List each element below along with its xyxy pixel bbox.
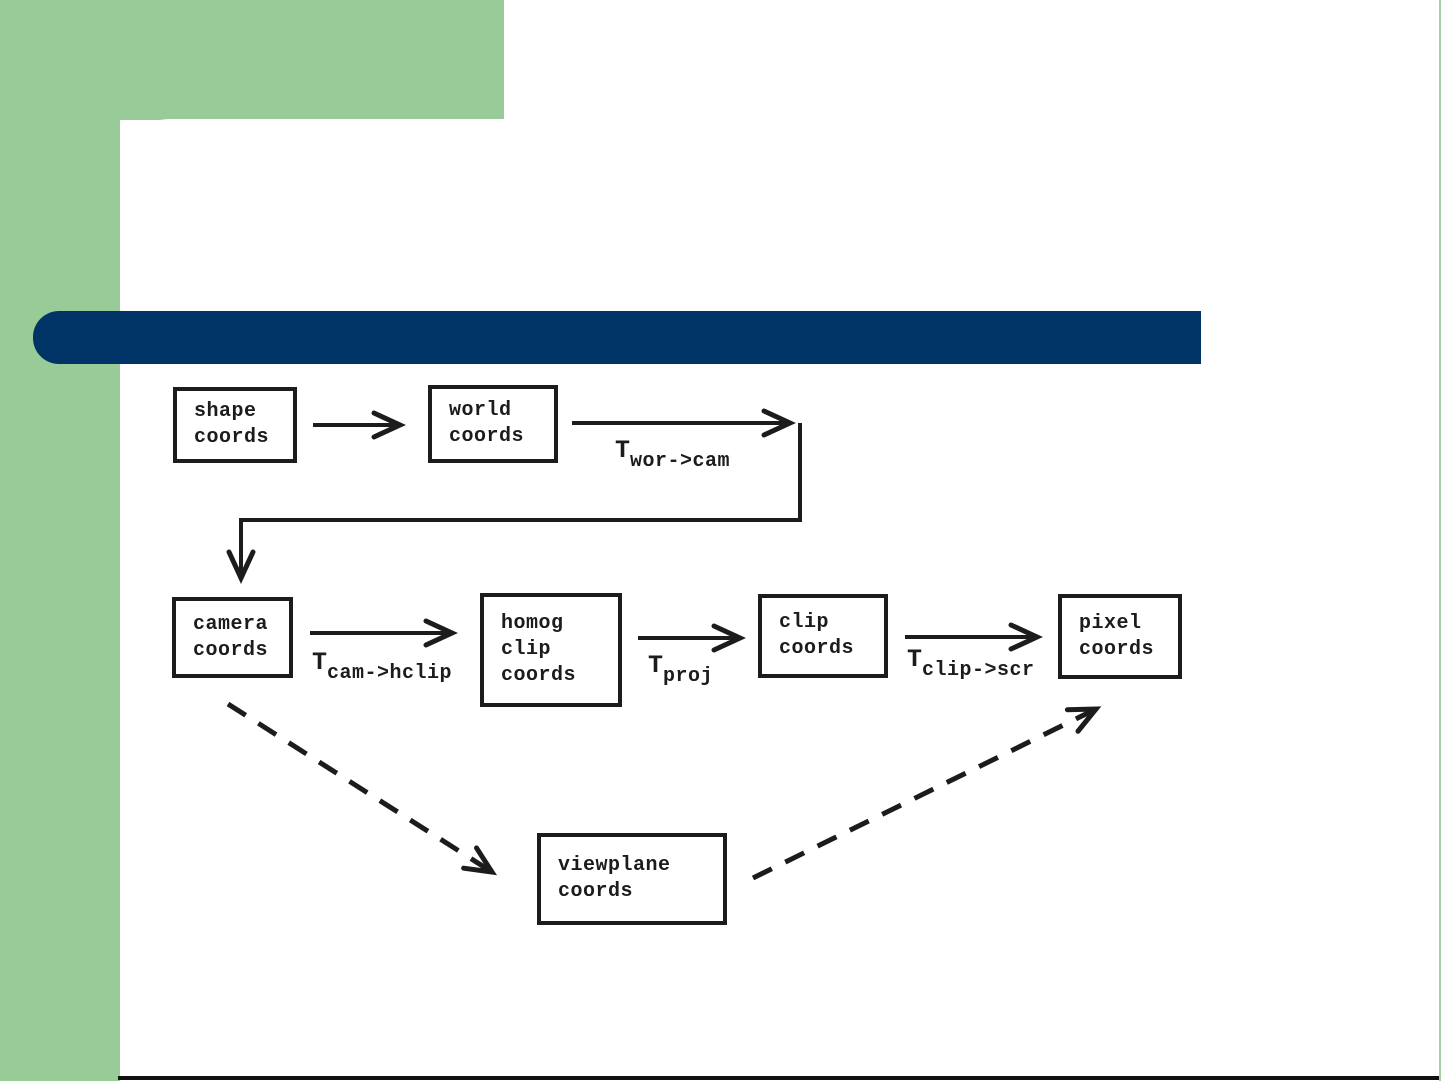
edge-viewplane-to-pixel-dashed: [751, 706, 1102, 881]
transform-base: T: [615, 436, 631, 465]
transform-base: T: [648, 651, 664, 680]
transform-subscript: wor->cam: [630, 450, 731, 473]
node-shape-coords: shape coords: [173, 387, 297, 463]
title-bar-placeholder: [33, 311, 1201, 364]
transform-label-proj: Tproj: [648, 651, 713, 688]
edge-camera-to-viewplane-dashed: [226, 701, 498, 876]
slide-bottom-border-line: [118, 1076, 1441, 1080]
slide-right-border-line: [1439, 0, 1441, 1081]
node-pixel-coords: pixel coords: [1058, 594, 1182, 679]
transform-subscript: clip->scr: [922, 659, 1035, 682]
transform-subscript: proj: [663, 665, 714, 688]
transform-base: T: [907, 645, 923, 674]
node-homog-clip-coords: homog clip coords: [480, 593, 622, 707]
node-camera-coords: camera coords: [172, 597, 293, 678]
node-viewplane-coords: viewplane coords: [537, 833, 727, 925]
transform-subscript: cam->hclip: [327, 662, 453, 685]
node-world-coords: world coords: [428, 385, 558, 463]
transform-label-cam-to-hclip: Tcam->hclip: [312, 648, 452, 685]
transform-label-wor-to-cam: Twor->cam: [615, 436, 730, 473]
green-accent-left-column: [0, 0, 120, 1081]
edge-world-to-camera-elbow: [226, 423, 802, 584]
transform-base: T: [312, 648, 328, 677]
transform-label-clip-to-scr: Tclip->scr: [907, 645, 1035, 682]
node-clip-coords: clip coords: [758, 594, 888, 678]
